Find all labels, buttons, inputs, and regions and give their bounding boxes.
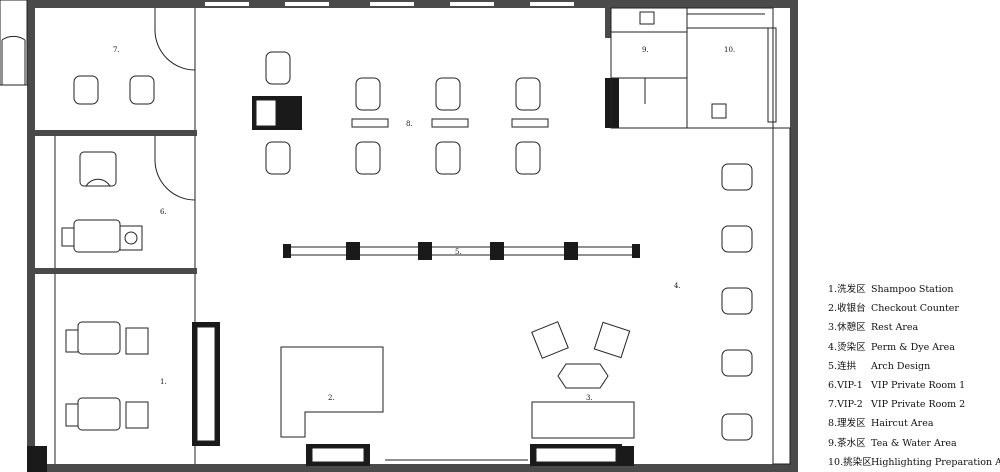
legend-number: 10.挑染区 <box>828 456 872 468</box>
legend-item: 6.VIP-1 VIP Private Room 1 <box>828 376 1000 395</box>
room-label-9: 9. <box>642 46 649 54</box>
legend-label: Checkout Counter <box>871 303 959 315</box>
room-label-4: 4. <box>674 282 681 290</box>
legend-item: 10.挑染区Highlighting Preparation Area <box>828 453 1000 472</box>
room-label-6: 6. <box>160 208 167 216</box>
legend-label: Arch Design <box>871 360 931 372</box>
room-label-8: 8. <box>406 120 413 128</box>
legend-item: 7.VIP-2 VIP Private Room 2 <box>828 395 1000 414</box>
room-label-1: 1. <box>160 378 167 386</box>
legend-number: 2.收银台 <box>828 303 866 315</box>
legend-label: VIP Private Room 1 <box>871 379 966 391</box>
legend-item: 5.连拱 Arch Design <box>828 357 1000 376</box>
legend-item: 1.洗发区 Shampoo Station <box>828 280 1000 299</box>
shampoo-stations <box>65 321 220 446</box>
service-rooms <box>605 7 791 465</box>
legend-label: Shampoo Station <box>871 284 954 295</box>
room-label-7: 7. <box>113 46 120 54</box>
legend-label: Rest Area <box>871 322 919 334</box>
room-label-3: 3. <box>586 394 593 402</box>
legend-label: Haircut Area <box>871 418 934 430</box>
legend-item: 9.茶水区 Tea & Water Area <box>828 434 1000 453</box>
legend-item: 3.休憩区 Rest Area <box>828 318 1000 337</box>
haircut-chairs <box>252 51 549 175</box>
legend-number: 8.理发区 <box>828 418 866 430</box>
legend-number: 1.洗发区 <box>828 284 866 295</box>
checkout-counter <box>280 346 384 438</box>
perm-dye-chairs <box>721 163 753 441</box>
legend-item: 2.收银台 Checkout Counter <box>828 299 1000 318</box>
room-labels: 1. 2. 3. 4. 5. 6. 7. 8. 9. 10. <box>113 46 735 402</box>
legend-number: 7.VIP-2 <box>828 399 863 411</box>
entrance-door <box>0 0 28 86</box>
legend-number: 6.VIP-1 <box>828 379 863 391</box>
outer-walls <box>27 0 798 472</box>
legend-label: Perm & Dye Area <box>871 341 955 353</box>
room-label-10: 10. <box>724 46 735 54</box>
arch-design <box>283 242 640 260</box>
legend-number: 4.烫染区 <box>828 341 866 353</box>
legend-label: Tea & Water Area <box>871 437 957 449</box>
legend: 1.洗发区 Shampoo Station 2.收银台 Checkout Count… <box>828 280 1000 472</box>
vip1-furniture <box>61 151 143 253</box>
bottom-features <box>27 444 634 472</box>
vip2-chairs <box>73 75 155 105</box>
legend-label: Highlighting Preparation Area <box>871 456 1000 468</box>
legend-number: 3.休憩区 <box>828 322 866 334</box>
room-label-5: 5. <box>455 248 462 256</box>
legend-item: 4.烫染区 Perm & Dye Area <box>828 338 1000 357</box>
legend-number: 9.茶水区 <box>828 437 866 449</box>
legend-item: 8.理发区 Haircut Area <box>828 414 1000 433</box>
rest-area <box>531 321 635 439</box>
room-label-2: 2. <box>328 394 335 402</box>
legend-label: VIP Private Room 2 <box>871 399 966 411</box>
legend-number: 5.连拱 <box>828 360 857 372</box>
